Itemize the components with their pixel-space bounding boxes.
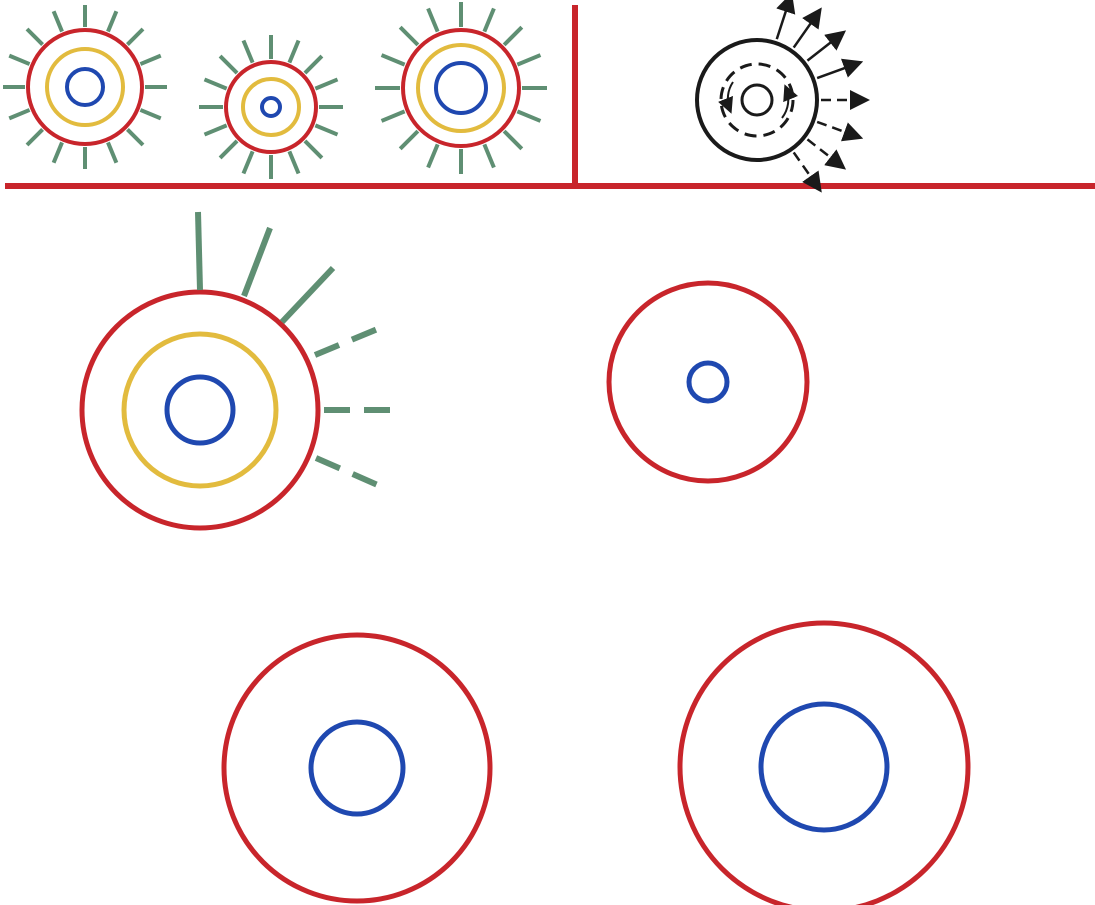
ray-line bbox=[27, 129, 43, 145]
blue-ring bbox=[436, 63, 486, 113]
red-cell-blue-core-left bbox=[224, 635, 490, 901]
ray-dashed-1 bbox=[315, 328, 380, 355]
ray-line bbox=[504, 27, 522, 45]
blue-ring bbox=[67, 69, 103, 105]
ray-line bbox=[127, 29, 143, 45]
ray-line bbox=[54, 142, 62, 162]
ray-line bbox=[243, 40, 252, 62]
ray-line bbox=[400, 27, 418, 45]
ray-line bbox=[243, 151, 252, 173]
large-red-ring bbox=[82, 292, 318, 528]
outward-arrow-1 bbox=[777, 0, 791, 39]
ray-line bbox=[9, 56, 29, 64]
ray-line bbox=[289, 151, 298, 173]
rayed-cell-1 bbox=[3, 5, 167, 169]
ray-line bbox=[382, 55, 405, 65]
black-outer-ring bbox=[697, 40, 817, 160]
outward-arrow-4 bbox=[817, 63, 858, 78]
large-cell-rays bbox=[198, 212, 396, 486]
ray-solid-2 bbox=[244, 228, 270, 296]
large-blue-ring bbox=[167, 377, 233, 443]
red-cell-blue-core-right bbox=[680, 623, 968, 905]
ray-line bbox=[315, 79, 337, 88]
ray-line bbox=[428, 144, 438, 167]
ray-line bbox=[108, 11, 116, 31]
circular-arrow-left bbox=[728, 82, 733, 110]
blue-ring-right bbox=[761, 704, 887, 830]
large-rayed-cell bbox=[82, 212, 396, 528]
circular-arrow-right bbox=[782, 88, 788, 118]
black-core-ring bbox=[742, 85, 772, 115]
yellow-ring bbox=[243, 79, 299, 135]
rayed-cell-2 bbox=[199, 35, 343, 179]
rayed-cell-3 bbox=[375, 2, 547, 174]
outward-arrow-3 bbox=[807, 34, 842, 61]
ray-line bbox=[400, 131, 418, 149]
ray-line bbox=[54, 11, 62, 31]
medium-red-ring bbox=[609, 283, 807, 481]
red-ring-right bbox=[680, 623, 968, 905]
ray-line bbox=[27, 29, 43, 45]
ray-line bbox=[9, 110, 29, 118]
ray-line bbox=[484, 9, 494, 32]
top-rayed-cells bbox=[3, 2, 547, 179]
red-ring bbox=[403, 30, 519, 146]
ray-line bbox=[204, 125, 226, 134]
ray-line bbox=[504, 131, 522, 149]
yellow-ring bbox=[47, 49, 123, 125]
ray-dashed-3 bbox=[316, 458, 380, 486]
tiny-blue-ring bbox=[689, 363, 727, 401]
dashed-middle-ring bbox=[721, 64, 793, 136]
ray-line bbox=[305, 141, 322, 158]
outward-arrows bbox=[777, 0, 865, 188]
yellow-ring bbox=[418, 45, 504, 131]
ray-line bbox=[220, 141, 237, 158]
outward-arrow-6 bbox=[817, 122, 858, 137]
ray-solid-1 bbox=[198, 212, 200, 290]
ray-line bbox=[484, 144, 494, 167]
ray-solid-3 bbox=[282, 268, 333, 322]
outward-arrow-2 bbox=[794, 12, 819, 48]
red-ring bbox=[226, 62, 316, 152]
panel-dividers bbox=[5, 5, 1095, 186]
ray-line bbox=[140, 56, 160, 64]
ray-line bbox=[108, 142, 116, 162]
ray-line bbox=[428, 9, 438, 32]
ray-line bbox=[517, 55, 540, 65]
ray-line bbox=[315, 125, 337, 134]
red-ring-left bbox=[224, 635, 490, 901]
ray-line bbox=[382, 111, 405, 121]
ray-line bbox=[305, 56, 322, 73]
blue-ring bbox=[262, 98, 280, 116]
ray-line bbox=[220, 56, 237, 73]
ray-line bbox=[204, 79, 226, 88]
blue-ring-left bbox=[311, 722, 403, 814]
large-yellow-ring bbox=[124, 334, 276, 486]
ray-line bbox=[127, 129, 143, 145]
ray-line bbox=[140, 110, 160, 118]
ray-line bbox=[517, 111, 540, 121]
ray-line bbox=[289, 40, 298, 62]
red-cell-tiny-core bbox=[609, 283, 807, 481]
outward-arrow-7 bbox=[807, 139, 842, 166]
black-cell-with-arrows bbox=[697, 0, 865, 188]
